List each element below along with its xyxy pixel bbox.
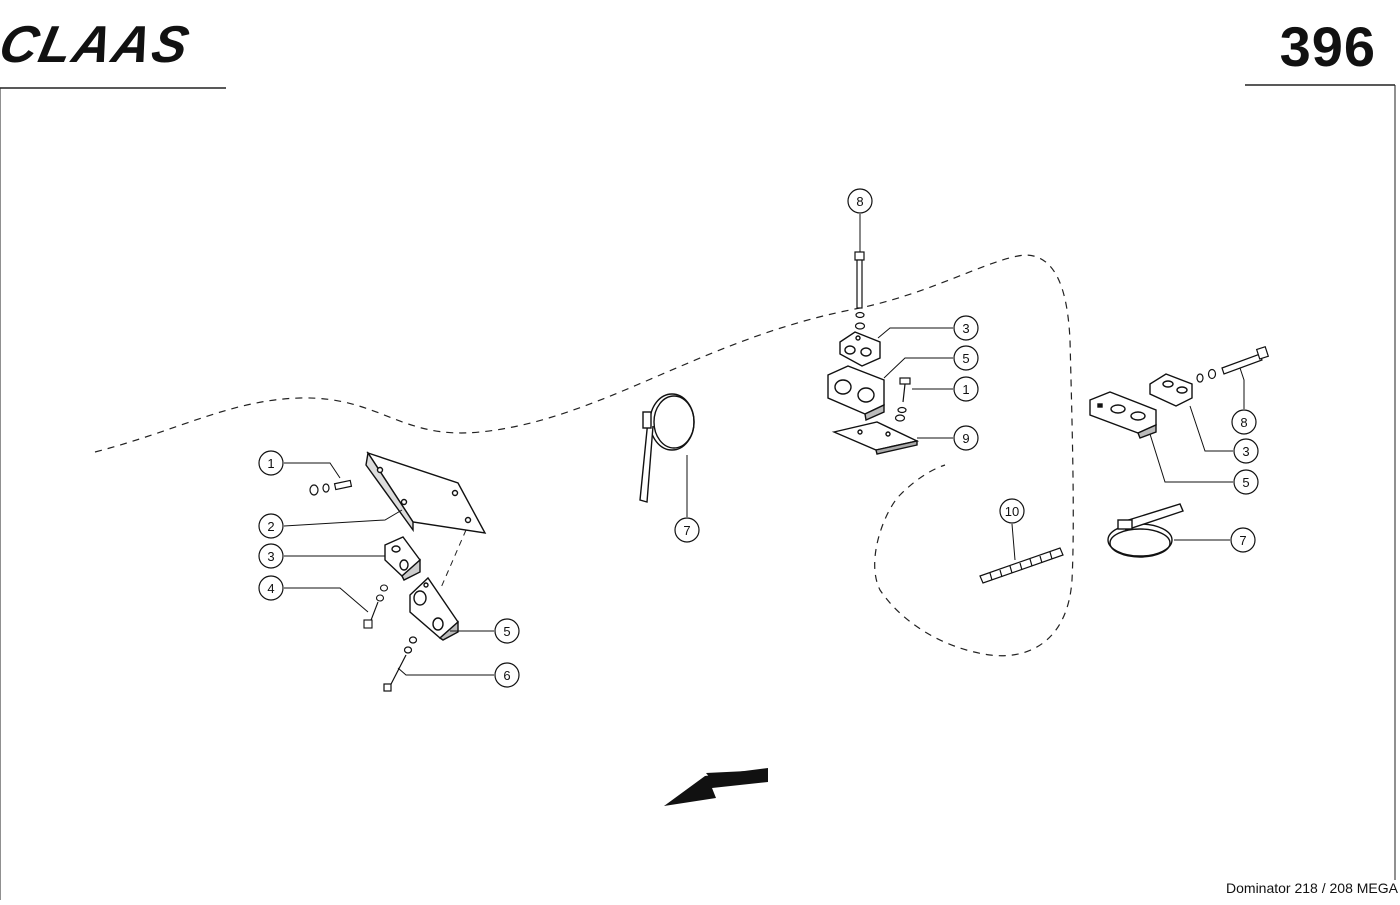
clamp-block-right-part xyxy=(1089,391,1157,439)
svg-text:6: 6 xyxy=(503,668,510,683)
hex-bolt-small-top-part xyxy=(894,377,911,422)
callout-8-top: 8 xyxy=(847,188,873,214)
callout-numbers: 1 2 3 4 5 6 7 8 3 5 1 9 10 8 3 5 7 xyxy=(258,188,1259,688)
callout-6: 6 xyxy=(494,662,520,688)
hose-clamp-band-right-part xyxy=(1107,503,1184,558)
long-bolt-vertical-part xyxy=(854,251,866,330)
callout-9: 9 xyxy=(953,425,979,451)
dashed-guide-line xyxy=(439,529,467,591)
callout-5-right: 5 xyxy=(1233,469,1259,495)
callout-3-top: 3 xyxy=(953,315,979,341)
travel-direction-arrow-icon xyxy=(664,768,768,806)
svg-text:3: 3 xyxy=(267,549,274,564)
callout-1-left: 1 xyxy=(258,450,284,476)
long-bolt-horizontal-part xyxy=(1196,345,1270,383)
model-designation: Dominator 218 / 208 MEGA xyxy=(1226,880,1398,896)
callout-5-left: 5 xyxy=(494,618,520,644)
svg-text:1: 1 xyxy=(962,382,969,397)
long-bolt-part xyxy=(383,636,418,692)
callout-2: 2 xyxy=(258,513,284,539)
svg-text:3: 3 xyxy=(1242,444,1249,459)
svg-text:5: 5 xyxy=(503,624,510,639)
cable-tie-strip-part xyxy=(979,547,1064,584)
svg-text:9: 9 xyxy=(962,431,969,446)
pipe-clamp-half-right-part xyxy=(1149,373,1193,407)
callout-8-right: 8 xyxy=(1231,409,1257,435)
svg-text:4: 4 xyxy=(267,581,274,596)
clamp-block-top-part xyxy=(827,365,885,422)
hose-clamp-band-part xyxy=(639,393,695,503)
callout-7-center: 7 xyxy=(674,517,700,543)
hex-bolt-small-part xyxy=(309,479,353,496)
pipe-clamp-half-part xyxy=(384,536,421,581)
svg-text:10: 10 xyxy=(1005,504,1019,519)
page-number: 396 xyxy=(1279,15,1376,78)
callout-10: 10 xyxy=(999,498,1025,524)
svg-text:1: 1 xyxy=(267,456,274,471)
callout-5-top: 5 xyxy=(953,345,979,371)
callout-3-left: 3 xyxy=(258,543,284,569)
angle-bracket-part xyxy=(365,451,487,534)
claas-logo-wordmark: CLAAS xyxy=(0,16,196,74)
svg-text:5: 5 xyxy=(962,351,969,366)
svg-text:5: 5 xyxy=(1242,475,1249,490)
bolt-washer-set-part xyxy=(363,584,389,629)
svg-text:3: 3 xyxy=(962,321,969,336)
callout-3-right: 3 xyxy=(1233,438,1259,464)
mounting-plate-part xyxy=(831,421,920,455)
svg-text:2: 2 xyxy=(267,519,274,534)
callout-4: 4 xyxy=(258,575,284,601)
svg-text:7: 7 xyxy=(683,523,690,538)
claas-logo: CLAAS xyxy=(0,16,196,74)
svg-text:7: 7 xyxy=(1239,533,1246,548)
callout-1-top: 1 xyxy=(953,376,979,402)
svg-text:8: 8 xyxy=(856,194,863,209)
leader-lines xyxy=(283,214,1245,676)
svg-text:8: 8 xyxy=(1240,415,1247,430)
dashed-contour-line xyxy=(94,254,1074,657)
callout-7-right: 7 xyxy=(1230,527,1256,553)
clamp-block-part xyxy=(409,576,459,641)
pipe-clamp-half-top-part xyxy=(839,331,881,367)
